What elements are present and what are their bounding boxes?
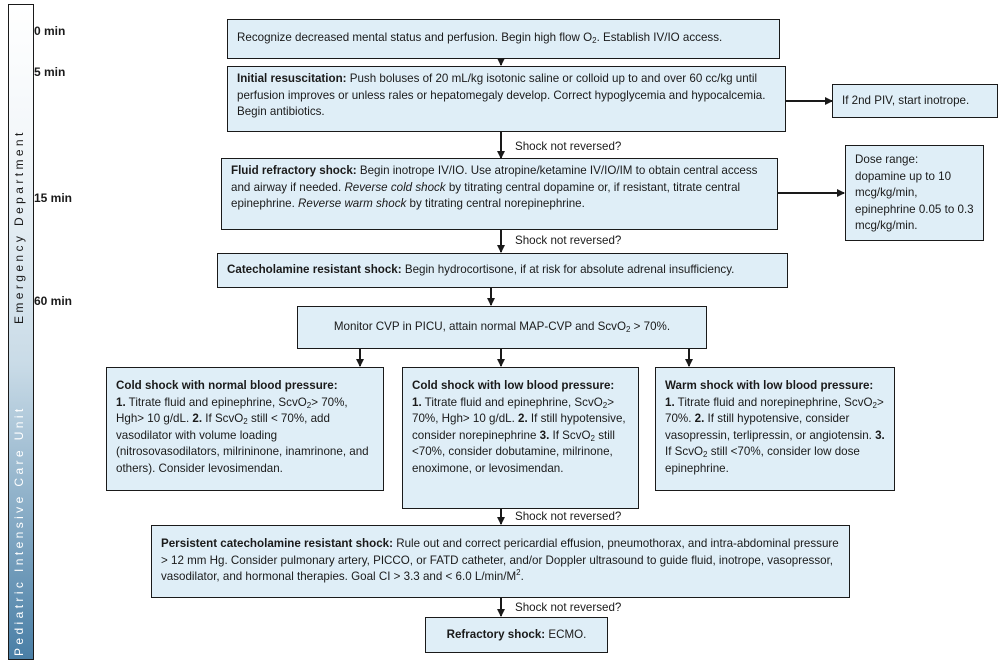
shock-not-reversed-2: Shock not reversed? — [515, 234, 622, 247]
cold-shock-low-bp-box: Cold shock with low blood pressure:1. Ti… — [402, 367, 639, 509]
timeline-sidebar: Emergency Department Pediatric Intensive… — [4, 4, 88, 662]
initial-resuscitation-box: Initial resuscitation: Push boluses of 2… — [227, 66, 786, 132]
tick-15-min: 15 min — [34, 191, 73, 205]
persistent-catecholamine-box: Persistent catecholamine resistant shock… — [151, 525, 850, 598]
catecholamine-resistant-box: Catecholamine resistant shock: Begin hyd… — [217, 253, 788, 288]
cold-shock-normal-bp-box: Cold shock with normal blood pressure:1.… — [106, 367, 384, 491]
tick-60-min: 60 min — [34, 294, 73, 308]
tick-0-min: 0 min — [34, 24, 66, 38]
warm-shock-low-bp-box: Warm shock with low blood pressure:1. Ti… — [655, 367, 895, 491]
refractory-shock-box: Refractory shock: ECMO. — [425, 617, 608, 653]
shock-not-reversed-3: Shock not reversed? — [515, 510, 622, 523]
second-piv-box: If 2nd PIV, start inotrope. — [832, 84, 998, 118]
shock-not-reversed-1: Shock not reversed? — [515, 140, 622, 153]
tick-5-min: 5 min — [34, 65, 66, 79]
monitor-cvp-box: Monitor CVP in PICU, attain normal MAP-C… — [297, 306, 707, 349]
fluid-refractory-box: Fluid refractory shock: Begin inotrope I… — [221, 158, 778, 230]
shock-not-reversed-4: Shock not reversed? — [515, 601, 622, 614]
timeline-bar — [8, 4, 34, 660]
recognize-box: Recognize decreased mental status and pe… — [227, 19, 780, 59]
dose-range-box: Dose range:dopamine up to 10 mcg/kg/min,… — [845, 145, 984, 241]
